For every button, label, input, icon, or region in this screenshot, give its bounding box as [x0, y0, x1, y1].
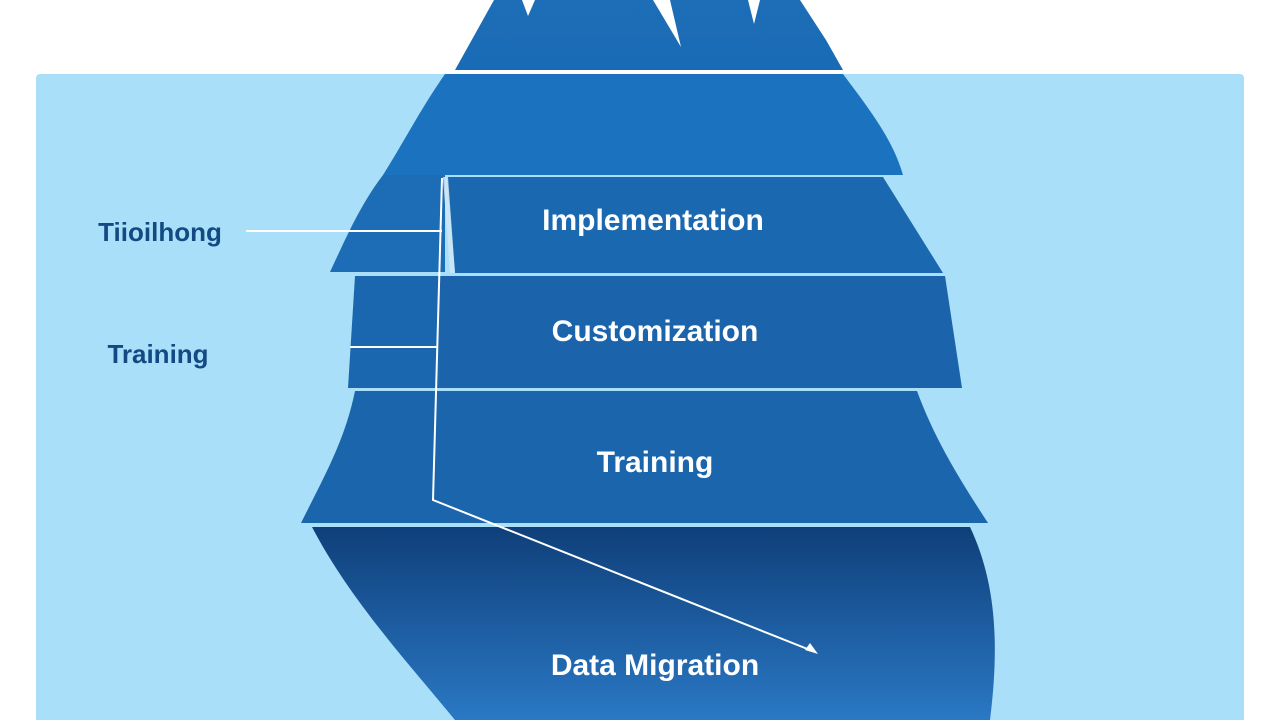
layer-label-customization: Customization — [552, 315, 759, 348]
layer-implementation — [447, 177, 943, 273]
connector-line-vertical — [431, 177, 811, 651]
iceberg-peak-crack-1 — [522, 0, 535, 16]
iceberg-peak-crack-3 — [748, 0, 760, 24]
side-label-training: Training — [107, 339, 208, 369]
iceberg-left-block — [348, 276, 440, 388]
iceberg-peak-crack-2 — [653, 0, 681, 47]
layer-label-training: Training — [597, 446, 714, 479]
iceberg-left-lobe — [330, 175, 445, 272]
layer-implementation-edge — [443, 177, 455, 273]
layer-data-migration — [312, 527, 995, 720]
side-label-upper: Tiioilhong — [98, 217, 222, 247]
connector-arrowhead — [805, 643, 818, 654]
iceberg-peak — [455, 0, 843, 70]
layer-customization — [440, 276, 962, 388]
layer-label-implementation: Implementation — [542, 204, 764, 237]
layer-training — [301, 391, 988, 523]
iceberg-band-upper — [383, 74, 903, 175]
layer-label-data-migration: Data Migration — [551, 649, 759, 682]
